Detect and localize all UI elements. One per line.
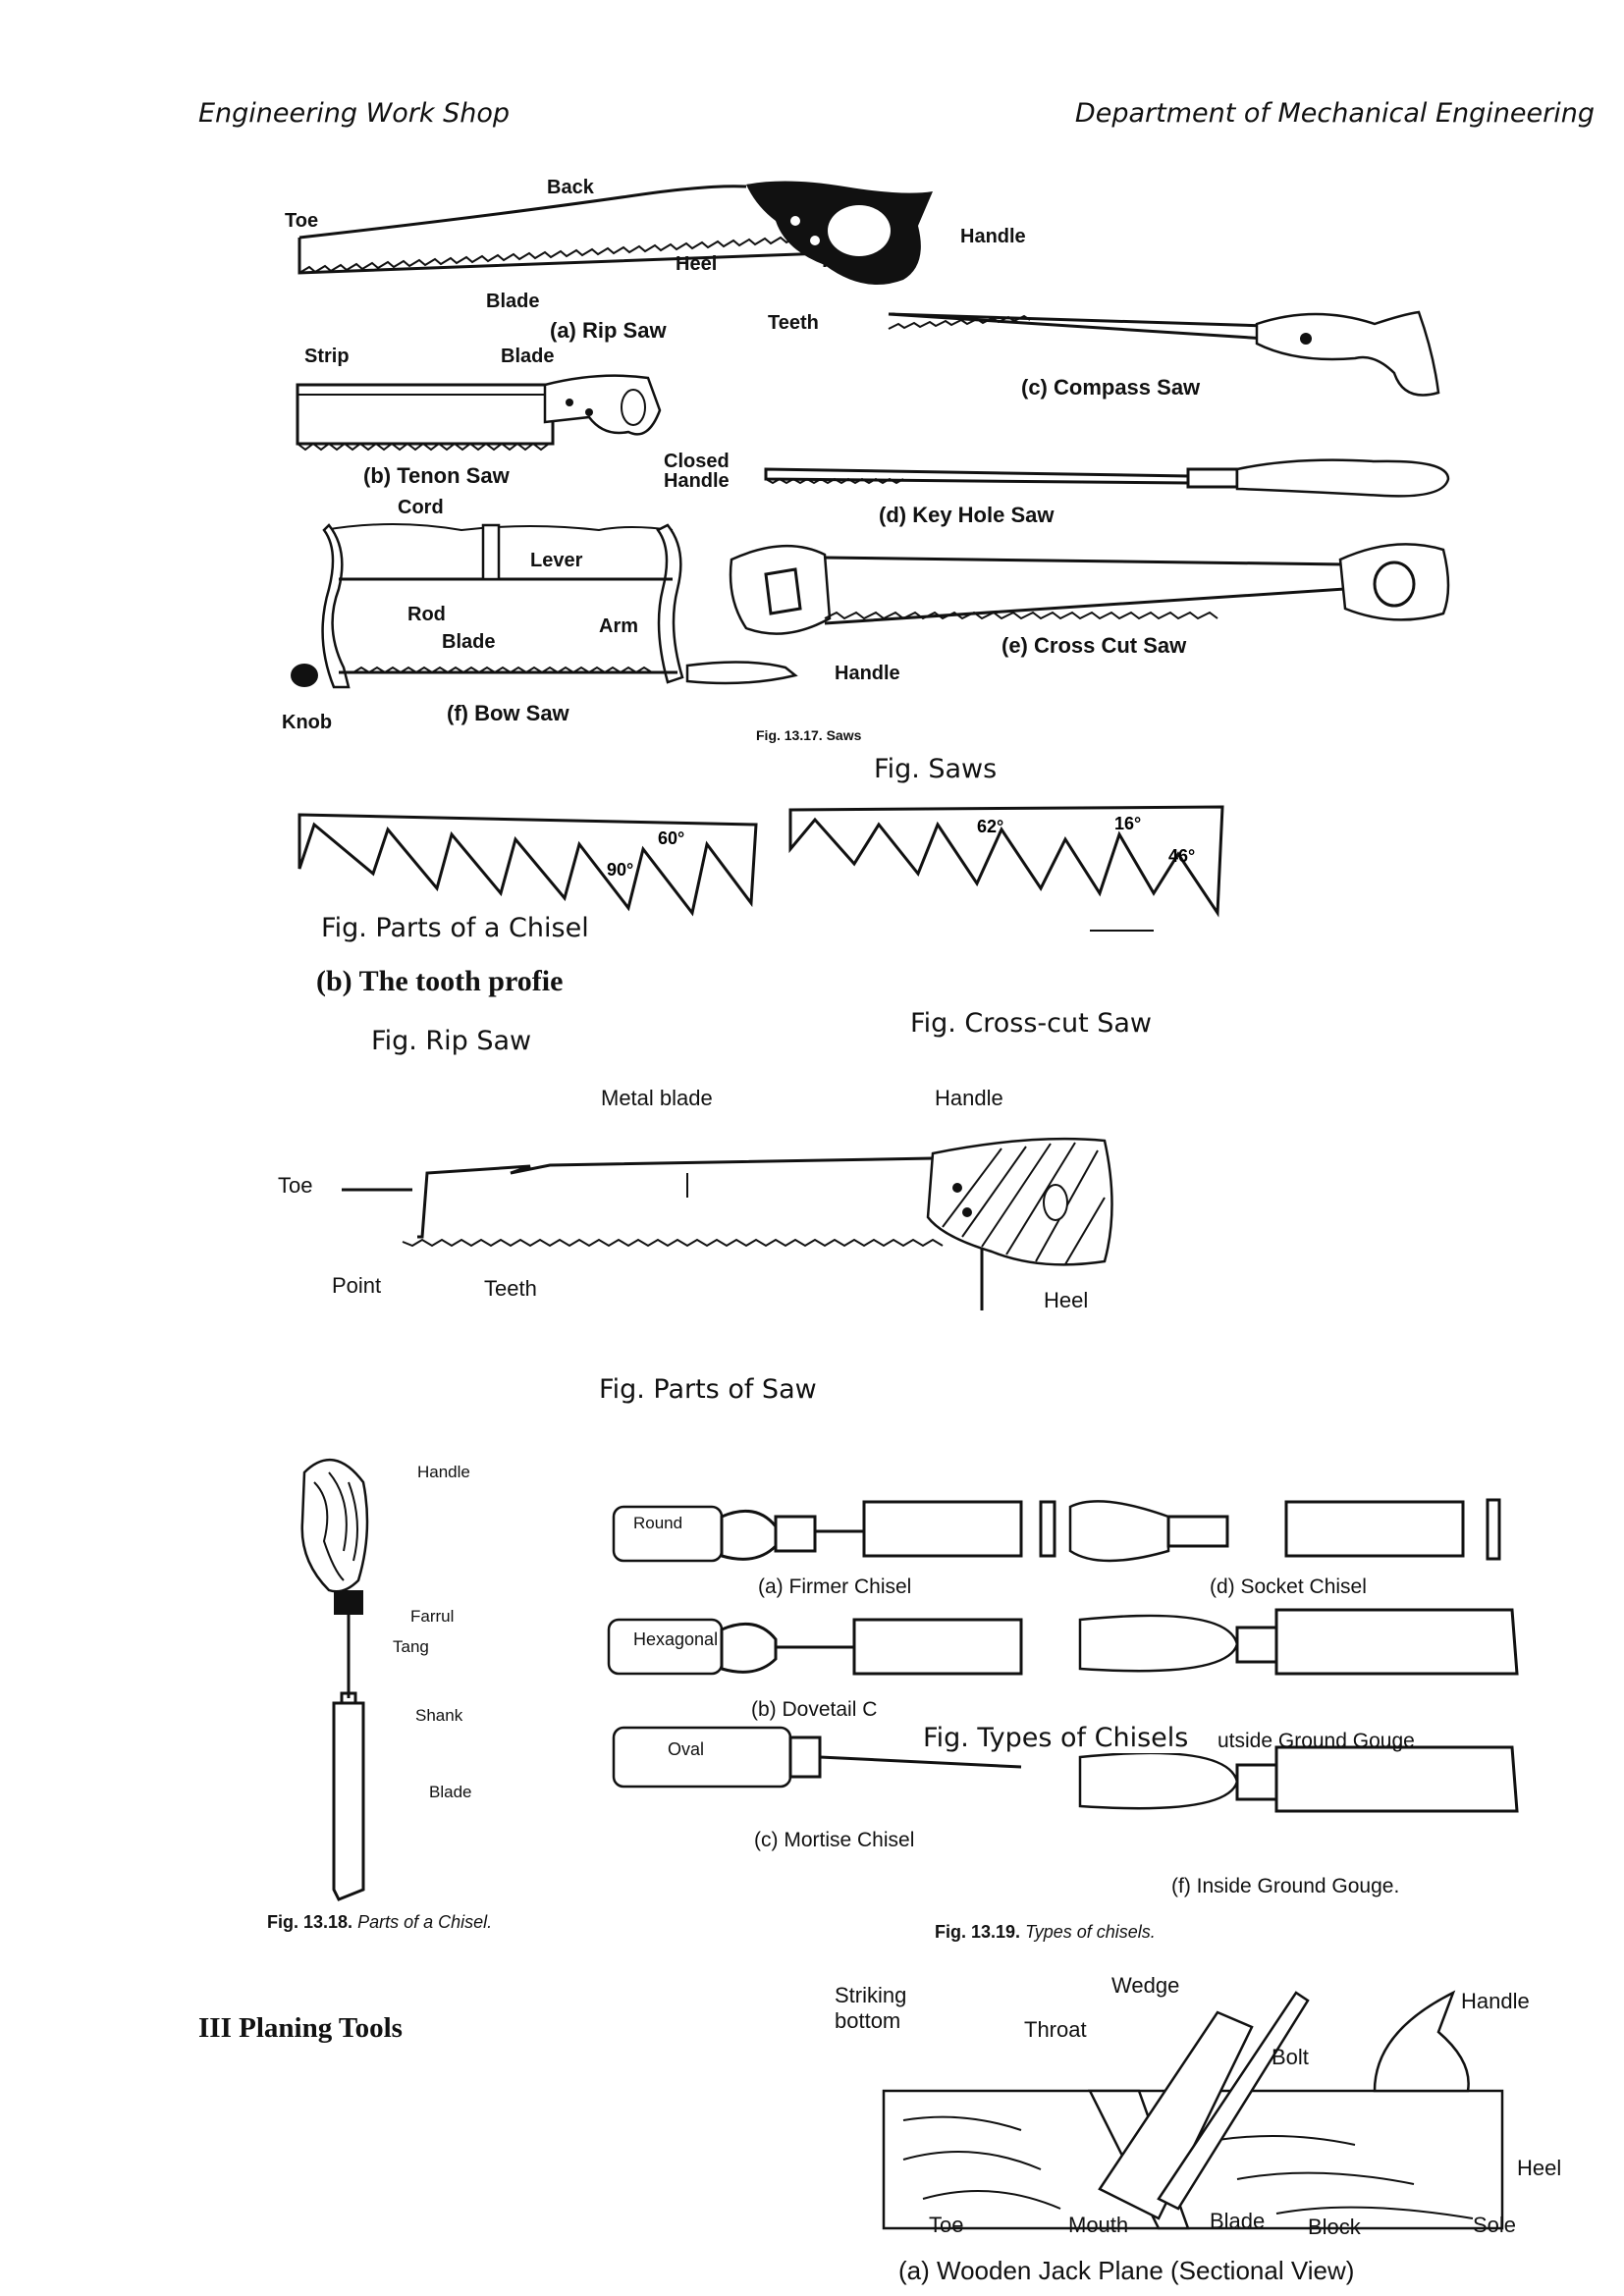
label-saw-teeth: Teeth (484, 1276, 537, 1301)
caption-rip-saw-profile: Fig. Rip Saw (371, 1026, 532, 1056)
label-blade: Blade (486, 291, 540, 312)
label-plane-heel: Heel (1517, 2156, 1562, 2180)
label-back: Back (547, 177, 594, 198)
label-block: Block (1308, 2215, 1361, 2239)
rip-angle-90: 90° (607, 860, 633, 880)
label-teeth: Teeth (768, 312, 819, 334)
label-shank: Shank (415, 1706, 463, 1725)
label-rod: Rod (407, 604, 446, 625)
label-sole: Sole (1473, 2213, 1517, 2237)
cross-angle-16: 16° (1114, 814, 1141, 833)
label-bow-handle: Handle (835, 663, 900, 684)
caption-cross-cut-saw: (e) Cross Cut Saw (1001, 633, 1187, 658)
key-hole-saw (764, 458, 1450, 498)
caption-saws: Fig. Saws (874, 754, 998, 784)
cross-cut-saw (729, 543, 1450, 635)
parts-of-saw-drawing (342, 1137, 1113, 1310)
label-point: Point (332, 1273, 382, 1298)
label-chisel-handle: Handle (417, 1463, 470, 1481)
caption-cross-cut-profile: Fig. Cross-cut Saw (910, 1008, 1153, 1039)
tag-round: Round (633, 1514, 683, 1532)
label-throat: Throat (1024, 2017, 1087, 2042)
caption-compass-saw: (c) Compass Saw (1021, 375, 1201, 400)
label-metal-blade: Metal blade (601, 1086, 713, 1110)
caption-jack-plane: (a) Wooden Jack Plane (Sectional View) (898, 2256, 1355, 2285)
caption-outside-gouge: utside Ground Gouge (1218, 1730, 1415, 1752)
caption-types-of-chisels: Fig. 13.19. Types of chisels. (935, 1922, 1156, 1943)
label-saw-toe: Toe (278, 1173, 313, 1198)
caption-rip-saw: (a) Rip Saw (550, 318, 667, 343)
label-wedge: Wedge (1111, 1973, 1180, 1998)
label-closed-handle: Closed Handle (664, 451, 730, 492)
tag-oval: Oval (668, 1739, 705, 1759)
cut-off-caption: Fig. 13.17. Saws (756, 727, 862, 743)
tooth-profile-label: (b) The tooth profie (316, 965, 564, 997)
label-saw-heel: Heel (1044, 1288, 1089, 1312)
caption-tenon-saw: (b) Tenon Saw (363, 463, 510, 488)
label-handle: Handle (960, 226, 1026, 247)
tenon-saw (296, 374, 662, 452)
cross-angle-62: 62° (977, 817, 1003, 836)
caption-parts-of-chisel-text: Parts of a Chisel. (357, 1912, 493, 1932)
label-lever: Lever (530, 550, 583, 571)
tag-hexagonal: Hexagonal (633, 1629, 719, 1649)
label-toe: Toe (285, 210, 319, 232)
label-plane-blade: Blade (1210, 2209, 1266, 2233)
caption-firmer-chisel: (a) Firmer Chisel (758, 1575, 912, 1598)
label-bolt: Bolt (1272, 2045, 1309, 2069)
header-left: Engineering Work Shop (198, 98, 511, 129)
section-heading-planing: III Planing Tools (198, 2012, 403, 2044)
label-tenon-blade: Blade (501, 346, 555, 367)
caption-types-num: Fig. 13.19. (935, 1922, 1021, 1942)
label-farrul: Farrul (410, 1607, 455, 1626)
caption-types-of-chisels-overlay: Fig. Types of Chisels (923, 1723, 1189, 1753)
caption-mortise-chisel: (c) Mortise Chisel (754, 1829, 915, 1851)
bow-saw (291, 523, 798, 689)
header-right: Department of Mechanical Engineering (1074, 98, 1595, 129)
caption-inside-gouge: (f) Inside Ground Gouge. (1171, 1875, 1400, 1897)
label-cord: Cord (398, 497, 444, 518)
compass-saw (888, 310, 1440, 397)
rip-angle-60: 60° (658, 828, 684, 848)
label-plane-toe: Toe (929, 2213, 964, 2237)
label-bow-blade: Blade (442, 631, 496, 653)
label-plane-handle: Handle (1461, 1989, 1530, 2013)
label-chisel-blade: Blade (429, 1783, 472, 1801)
caption-dovetail-chisel: (b) Dovetail C (751, 1698, 878, 1721)
label-mouth: Mouth (1068, 2213, 1129, 2237)
label-striking-bottom: Striking bottom (835, 1983, 907, 2033)
saws-drawing: Fig. 13.17. Saws (291, 181, 1450, 743)
caption-parts-of-chisel-num: Fig. 13.18. (267, 1912, 353, 1932)
caption-parts-of-chisel: Fig. 13.18. Parts of a Chisel. (267, 1912, 492, 1933)
caption-socket-chisel: (d) Socket Chisel (1210, 1575, 1367, 1598)
label-strip: Strip (304, 346, 350, 367)
label-knob: Knob (282, 712, 333, 733)
caption-parts-of-saw: Fig. Parts of Saw (599, 1374, 817, 1405)
caption-parts-of-chisel-overlay: Fig. Parts of a Chisel (321, 913, 589, 943)
tooth-profile-drawing: 60° 90° 62° 16° 46° (298, 805, 1224, 932)
caption-types-text: Types of chisels. (1025, 1922, 1156, 1942)
chisel-types-drawing (607, 1498, 1519, 1813)
chisel-parts-drawing (300, 1458, 369, 1901)
label-tang: Tang (393, 1637, 429, 1656)
label-heel: Heel (676, 253, 718, 275)
caption-key-hole-saw: (d) Key Hole Saw (879, 503, 1055, 527)
jack-plane-drawing (882, 1990, 1504, 2230)
label-arm: Arm (599, 615, 639, 637)
rip-saw (298, 181, 933, 285)
label-saw-handle: Handle (935, 1086, 1003, 1110)
caption-bow-saw: (f) Bow Saw (447, 701, 569, 725)
cross-angle-46: 46° (1168, 846, 1195, 866)
